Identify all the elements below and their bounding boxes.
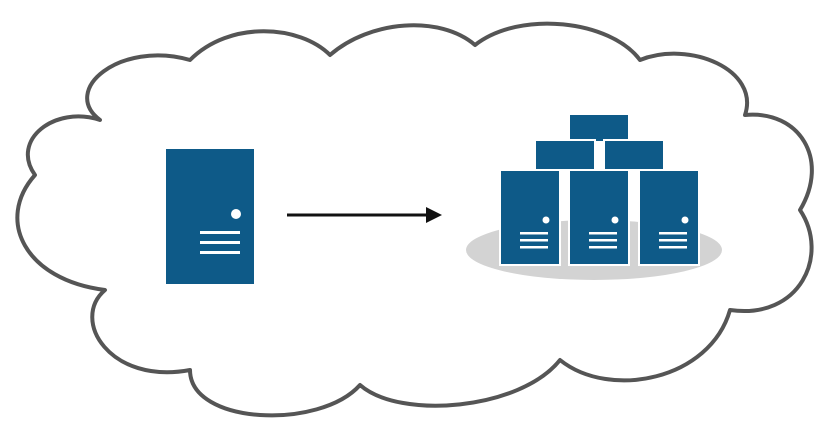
cluster-server-left bbox=[499, 169, 561, 266]
server-cluster-icon bbox=[466, 113, 722, 280]
single-server-icon bbox=[166, 149, 254, 284]
cluster-top-block bbox=[603, 139, 665, 171]
cluster-server-right bbox=[638, 169, 700, 266]
cluster-top-block bbox=[568, 113, 630, 143]
cluster-top-block bbox=[534, 139, 596, 171]
cluster-server-middle bbox=[568, 169, 630, 266]
arrow-right-icon bbox=[287, 207, 442, 223]
